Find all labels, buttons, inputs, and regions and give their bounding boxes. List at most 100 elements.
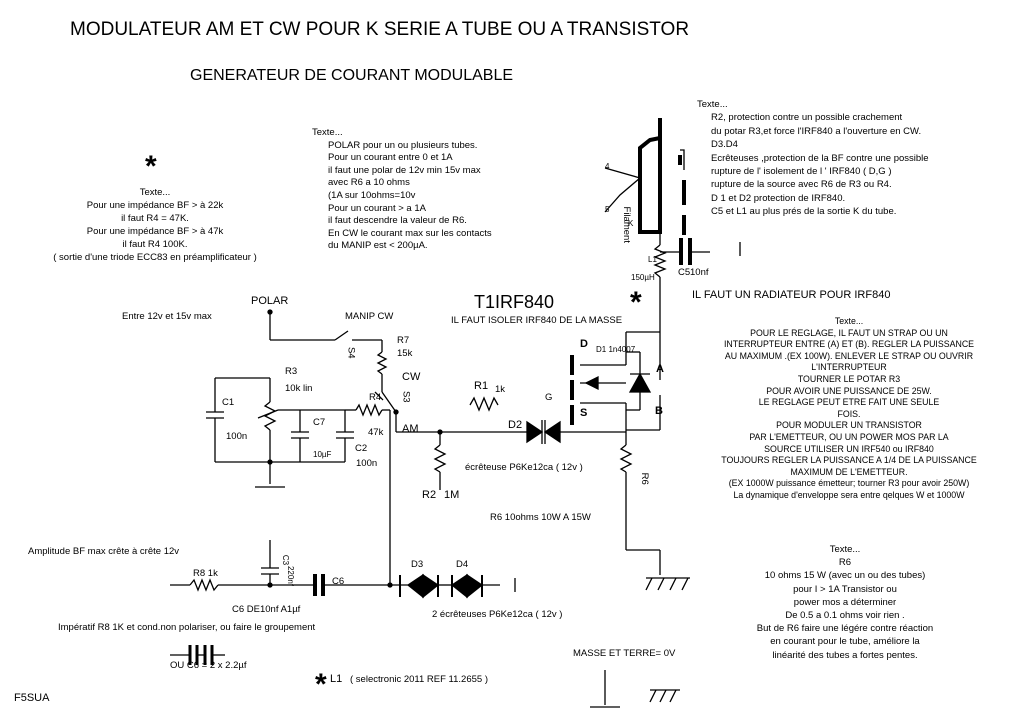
manip-label: MANIP CW: [345, 311, 394, 322]
c2-label: C2: [355, 443, 368, 454]
note-line: il faut R4 = 47K.: [121, 213, 189, 224]
source-label: S: [580, 407, 588, 419]
note-line: ( sortie d'une triode ECC83 en préamplif…: [53, 252, 257, 263]
c7-label: C7: [313, 417, 326, 428]
note-line: il faut descendre la valeur de R6.: [328, 215, 467, 227]
note-line: En CW le courant max sur les contacts: [328, 227, 492, 239]
note-line: Pour un courant entre 0 et 1A: [328, 152, 453, 164]
d2-part-label: écrêteuse P6Ke12ca ( 12v ): [465, 462, 583, 473]
page-subtitle: GENERATEUR DE COURANT MODULABLE: [190, 67, 514, 84]
r2-label: R2: [422, 489, 437, 501]
note-line: POUR AVOIR UNE PUISSANCE DE 25W.: [766, 385, 932, 396]
note-line: en courant pour le tube, améliore la: [770, 636, 920, 648]
star-mark: *: [145, 150, 157, 183]
note-line: FOIS.: [837, 408, 861, 419]
note-line: L'INTERRUPTEUR: [811, 362, 887, 373]
pin-5-label: 5: [605, 205, 610, 214]
note-line: INTERRUPTEUR ENTRE (A) ET (B). REGLER LA…: [723, 339, 975, 350]
note-r6: Texte... R6 10 ohms 15 W (avec un ou des…: [710, 543, 980, 662]
c2-value: 100n: [356, 458, 378, 469]
note-line: il faut une polar de 12v min 15v max: [328, 164, 481, 176]
note-line: Pour un courant > a 1A: [328, 202, 426, 214]
c1-value: 100n: [226, 431, 248, 442]
note-line: Ecrêteuses ,protection de la BF contre u…: [711, 152, 929, 164]
am-label: AM: [402, 423, 419, 435]
note-impedance: Texte... Pour une impédance BF > à 22k i…: [20, 186, 290, 264]
note-head: Texte...: [829, 544, 861, 555]
note-line: R6: [838, 557, 852, 569]
point-a-label: A: [656, 363, 664, 375]
note-line: LE REGLAGE PEUT ETRE FAIT UNE SEULE: [758, 397, 940, 408]
note-line: D 1 et D2 protection de IRF840.: [711, 192, 846, 204]
note-line: du potar R3,et force l'IRF840 a l'ouvert…: [711, 125, 922, 137]
s3-label: S3: [400, 390, 412, 403]
note-polar: Texte... POLAR pour un ou plusieurs tube…: [312, 127, 492, 253]
point-b-label: B: [655, 405, 663, 417]
cw-label: CW: [402, 371, 421, 383]
d3-label: D3: [411, 559, 424, 570]
c5-value: 10nf: [690, 267, 709, 278]
c3-label: C3: [281, 554, 291, 566]
r6-label: R6: [638, 472, 650, 485]
note-line: du MANIP est < 200µA.: [328, 240, 428, 252]
imperatif-note: Impératif R8 1K et cond.non polariser, o…: [58, 622, 316, 633]
r1-label: R1: [474, 380, 489, 392]
star-mark-l1: *: [630, 286, 642, 319]
cathode-label: K: [628, 219, 634, 228]
c3-value: 220nf: [286, 565, 296, 587]
r3-value: 10k lin: [285, 383, 313, 394]
note-line: avec R6 a 10 ohms: [328, 177, 410, 189]
r7-label: R7: [397, 335, 410, 346]
r2-value: 1M: [444, 489, 460, 501]
c6-alt-label: OU C6 = 2 x 2.2µf: [170, 660, 247, 671]
note-line: De 0.5 a 0.1 ohms voir rien .: [785, 610, 905, 622]
note-protection: Texte... R2, protection contre un possib…: [697, 98, 929, 219]
note-line: TOURNER LE POTAR R3: [797, 373, 901, 384]
page-title: MODULATEUR AM ET CW POUR K SERIE A TUBE …: [70, 19, 690, 40]
supply-range-label: Entre 12v et 15v max: [122, 311, 212, 322]
note-line: (1A sur 10ohms=10v: [328, 189, 416, 201]
gate-label: G: [545, 392, 553, 403]
note-line: R2, protection contre un possible crache…: [711, 112, 903, 124]
amplitude-label: Amplitude BF max crête à crête 12v: [28, 546, 180, 557]
c6-range-label: C6 DE10nf A1µf: [232, 604, 301, 615]
author-callsign: F5SUA: [14, 692, 50, 704]
note-line: POLAR pour un ou plusieurs tubes.: [328, 139, 478, 151]
l1-label: L1: [648, 255, 657, 264]
transistor-label: T1IRF840: [474, 292, 555, 312]
note-line: pour I > 1A Transistor ou: [793, 583, 897, 595]
note-head: Texte...: [139, 187, 171, 198]
radiator-note: IL FAUT UN RADIATEUR POUR IRF840: [692, 289, 891, 301]
note-line: TOUJOURS REGLER LA PUISSANCE A 1/4 DE LA…: [721, 455, 977, 466]
note-line: POUR MODULER UN TRANSISTOR: [776, 420, 922, 431]
note-head: Texte...: [312, 127, 343, 138]
l1-value: 150µH: [631, 273, 655, 282]
note-line: PAR L'EMETTEUR, OU UN POWER MOS PAR LA: [749, 431, 949, 442]
note-line: Pour une impédance BF > à 47k: [86, 226, 224, 237]
c6-label: C6: [332, 576, 345, 587]
drain-label: D: [580, 338, 588, 350]
d2-label: D2: [508, 419, 523, 431]
note-line: C5 et L1 au plus prés de la sortie K du …: [711, 206, 897, 218]
note-line: linéarité des tubes a fortes pentes.: [772, 649, 918, 661]
note-line: SOURCE UTILISER UN IRF540 ou IRF840: [764, 443, 934, 454]
note-head: Texte...: [834, 316, 864, 326]
r4-label: R4: [369, 392, 382, 403]
selectronic-ref: ( selectronic 2011 REF 11.2655 ): [350, 674, 488, 685]
note-line: power mos a déterminer: [793, 596, 897, 608]
r4-value: 47k: [368, 427, 384, 438]
note-line: D3.D4: [711, 139, 738, 151]
s4-label: S4: [345, 346, 357, 359]
note-head: Texte...: [697, 99, 728, 110]
note-line: AU MAXIMUM .(EX 100W). ENLEVER LE STRAP …: [724, 350, 974, 361]
r3-label: R3: [285, 366, 298, 377]
ground-label: MASSE ET TERRE= 0V: [573, 648, 676, 659]
note-line: POUR LE REGLAGE, IL FAUT UN STRAP OU UN: [750, 327, 948, 338]
note-line: La dynamique d'enveloppe sera entre qelq…: [733, 489, 965, 500]
polar-label: POLAR: [251, 295, 289, 307]
r6-spec-label: R6 10ohms 10W A 15W: [490, 512, 591, 523]
note-line: MAXIMUM DE L'EMETTEUR.: [790, 466, 908, 477]
r1-value: 1k: [495, 384, 506, 395]
